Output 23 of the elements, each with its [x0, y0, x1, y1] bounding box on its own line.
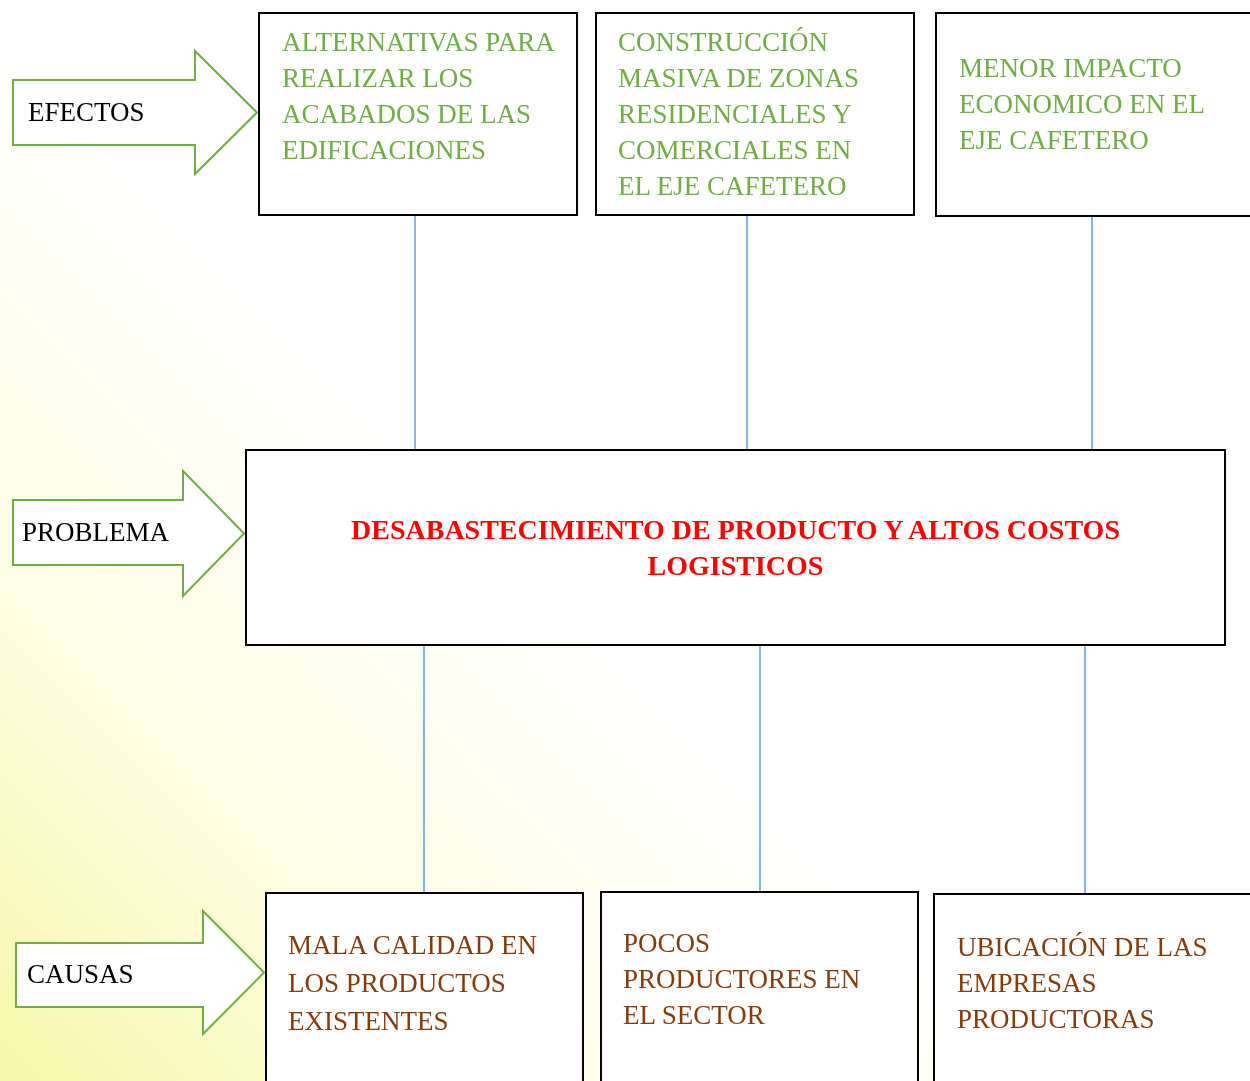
box-text: POCOS PRODUCTORES EN EL SECTOR [623, 927, 862, 1032]
text-box [935, 12, 1250, 217]
connector-line [1091, 216, 1093, 450]
box-text: MALA CALIDAD EN LOS PRODUCTOS EXISTENTES [288, 929, 538, 1038]
box-text: ALTERNATIVAS PARA REALIZAR LOS ACABADOS DE LAS EDIFICACIONES [282, 26, 554, 167]
text-box [245, 449, 1226, 646]
box-text: CONSTRUCCIÓN MASIVA DE ZONAS RESIDENCIALES Y COMERCIALES EN EL EJE CAFETERO [618, 26, 861, 203]
text-box [265, 892, 584, 1081]
connector-line [759, 645, 761, 892]
text-box [933, 893, 1250, 1081]
box-text: MENOR IMPACTO ECONOMICO EN EL EJE CAFETERO [959, 52, 1205, 157]
connector-line [1084, 645, 1086, 894]
arrow-label: PROBLEMA [22, 516, 170, 548]
connector-line [746, 215, 748, 450]
text-box [258, 12, 578, 216]
box-text: UBICACIÓN DE LAS EMPRESAS PRODUCTORAS [957, 931, 1209, 1036]
connector-line [423, 645, 425, 893]
text-box [600, 891, 919, 1081]
arrow-label: EFECTOS [28, 96, 145, 128]
connector-line [414, 215, 416, 450]
text-box [595, 12, 915, 216]
problem-text: DESABASTECIMIENTO DE PRODUCTO Y ALTOS COSTOS LOGISTICOS [350, 512, 1121, 583]
arrow-label: CAUSAS [27, 959, 134, 990]
